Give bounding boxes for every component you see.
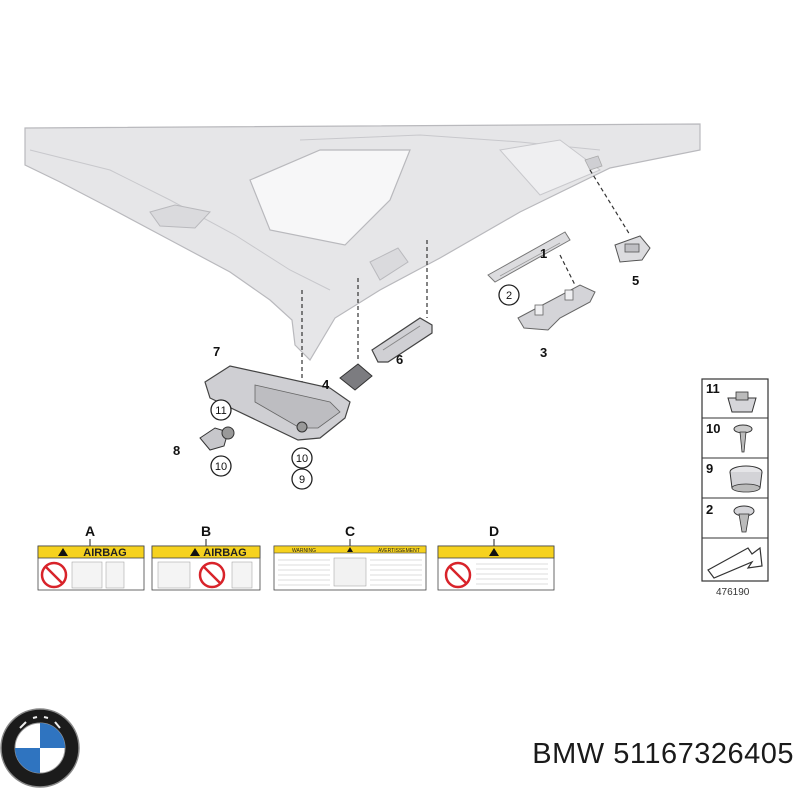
brand-part-number-caption: BMW 51167326405 bbox=[532, 738, 794, 770]
warning-triangle-icon bbox=[190, 548, 200, 556]
callout-7: 7 bbox=[213, 344, 220, 359]
sunroof-opening bbox=[249, 149, 411, 246]
warning-triangle-icon bbox=[347, 547, 353, 552]
callout-4: 4 bbox=[322, 377, 330, 392]
callout-1: 1 bbox=[540, 246, 547, 261]
parts-legend: 11 10 9 2 476190 bbox=[701, 378, 769, 598]
warning-triangle-icon bbox=[58, 548, 68, 556]
arrow-icon bbox=[707, 546, 763, 579]
svg-text:AVERTISSEMENT: AVERTISSEMENT bbox=[378, 548, 420, 554]
warning-label-c: C WARNING AVERTISSEMENT bbox=[273, 523, 427, 591]
legend-number-9: 9 bbox=[706, 461, 713, 476]
fine-print-lines bbox=[278, 559, 422, 586]
expanding-rivet-icon bbox=[733, 505, 755, 533]
clip-nut-icon bbox=[727, 391, 757, 413]
legend-number-2: 2 bbox=[706, 502, 713, 517]
manual-icon bbox=[105, 561, 125, 589]
part-8-visor-mount bbox=[199, 426, 235, 451]
legend-number-11: 11 bbox=[706, 381, 720, 396]
svg-text:D: D bbox=[489, 523, 499, 539]
svg-text:AIRBAG: AIRBAG bbox=[203, 547, 246, 559]
seat-icon bbox=[333, 557, 367, 587]
seat-icon bbox=[157, 561, 191, 589]
callout-6: 6 bbox=[396, 352, 403, 367]
callout-11: 11 bbox=[215, 405, 226, 417]
warning-label-a: A AIRBAG bbox=[37, 523, 145, 591]
callout-10-left: 10 bbox=[215, 461, 227, 473]
svg-text:WARNING: WARNING bbox=[292, 548, 316, 554]
svg-text:AIRBAG: AIRBAG bbox=[83, 547, 126, 559]
callout-10-right: 10 bbox=[296, 453, 308, 465]
part-4-cover bbox=[339, 363, 373, 391]
warning-label-d: D bbox=[437, 523, 555, 591]
part-7-sun-visor bbox=[204, 365, 351, 441]
fine-print-lines bbox=[476, 563, 548, 585]
warning-triangle-icon bbox=[489, 548, 499, 556]
bmw-logo bbox=[0, 708, 80, 788]
manual-icon bbox=[231, 561, 253, 589]
interior-light-recess bbox=[149, 204, 211, 229]
svg-text:C: C bbox=[345, 523, 355, 539]
callout-5: 5 bbox=[632, 273, 639, 288]
svg-text:B: B bbox=[201, 523, 211, 539]
callout-3: 3 bbox=[540, 345, 547, 360]
sleeve-clip-icon bbox=[729, 465, 763, 493]
headliner bbox=[24, 123, 701, 361]
callouts: 1 2 3 4 5 6 7 8 11 10 10 9 bbox=[173, 246, 639, 490]
diagram-reference-number: 476190 bbox=[716, 587, 750, 598]
callout-2: 2 bbox=[506, 290, 512, 302]
svg-text:A: A bbox=[85, 523, 95, 539]
callout-8: 8 bbox=[173, 443, 180, 458]
part-3-bracket bbox=[517, 284, 596, 331]
warning-label-b: B AIRBAG bbox=[151, 523, 261, 591]
part-1-trim-strip bbox=[487, 231, 571, 283]
legend-number-10: 10 bbox=[706, 421, 720, 436]
screw-icon bbox=[733, 424, 753, 453]
seat-icon bbox=[71, 561, 103, 589]
part-6-grab-handle bbox=[371, 317, 433, 363]
callout-9: 9 bbox=[299, 474, 305, 486]
part-5-clip bbox=[614, 235, 651, 263]
